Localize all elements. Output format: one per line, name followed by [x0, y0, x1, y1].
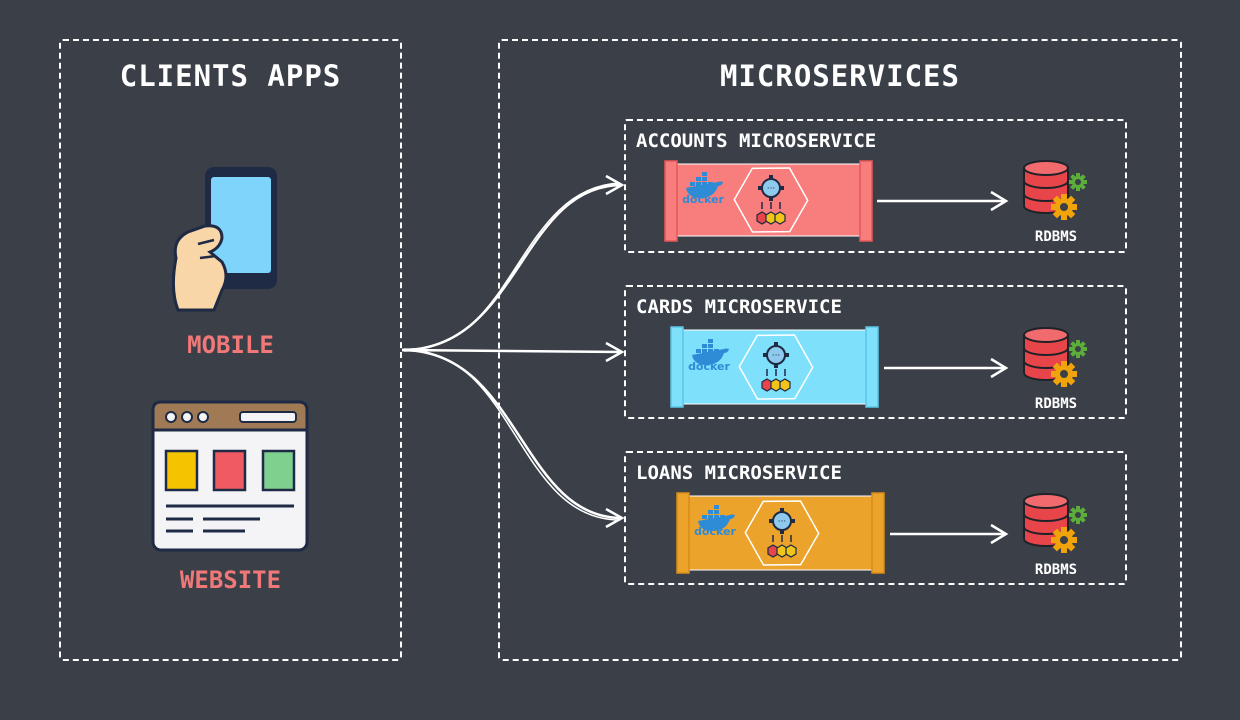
svg-text:docker: docker — [682, 193, 724, 206]
browser-window-icon — [151, 400, 309, 552]
website-label: WEBSITE — [179, 566, 282, 594]
loans-rdbms-label: RDBMS — [1034, 562, 1078, 578]
accounts-container: docker — [664, 150, 873, 250]
accounts-service-title: ACCOUNTS MICROSERVICE — [636, 130, 877, 152]
clients-title: CLIENTS APPS — [119, 59, 342, 93]
database-icon — [1023, 327, 1087, 387]
microservices-title: MICROSERVICES — [720, 59, 960, 93]
accounts-rdbms-label: RDBMS — [1034, 229, 1078, 245]
clients-panel: CLIENTS APPS MOBILE WEBSITE — [59, 39, 402, 661]
cards-service-box: CARDS MICROSERVICE — [624, 285, 1127, 419]
accounts-service-box: ACCOUNTS MICROSERVICE — [624, 119, 1127, 253]
svg-text:docker: docker — [694, 525, 736, 538]
connector-arrows — [401, 174, 625, 529]
svg-text:docker: docker — [688, 360, 730, 373]
db-arrows — [877, 190, 1009, 545]
loans-service-title: LOANS MICROSERVICE — [636, 462, 842, 484]
cards-container: docker — [670, 317, 879, 417]
database-icon — [1023, 493, 1087, 553]
loans-service-box: LOANS MICROSERVICE — [624, 451, 1127, 585]
database-icon — [1023, 160, 1087, 220]
cards-rdbms-label: RDBMS — [1034, 396, 1078, 412]
loans-container: docker — [676, 483, 885, 583]
mobile-label: MOBILE — [187, 331, 274, 359]
cards-service-title: CARDS MICROSERVICE — [636, 296, 842, 318]
smartphone-hand-icon — [171, 167, 277, 312]
